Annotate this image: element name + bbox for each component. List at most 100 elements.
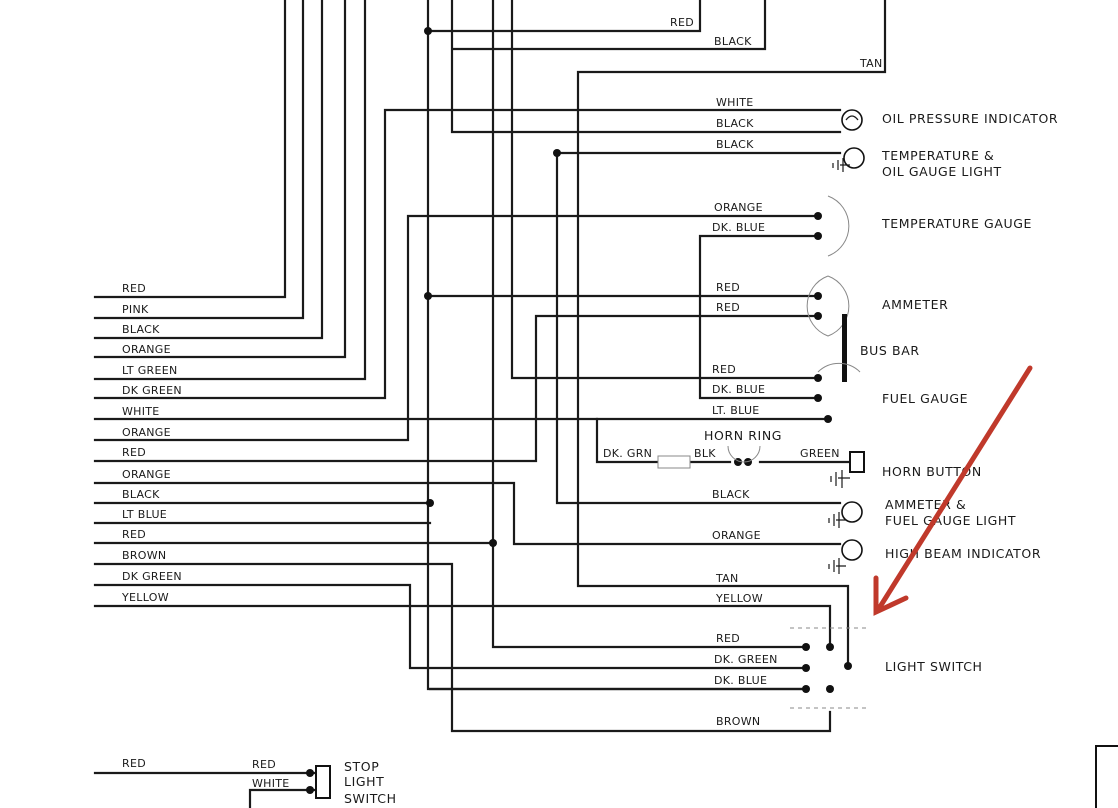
ammeter-red2-label: RED <box>716 301 740 314</box>
harness-label: RED <box>122 446 146 459</box>
junction-dot <box>814 394 822 402</box>
left-harness-labels: RED PINK BLACK ORANGE LT GREEN DK GREEN … <box>121 282 182 604</box>
top-black-label: BLACK <box>714 35 752 48</box>
component-labels: OIL PRESSURE INDICATOR TEMPERATURE & OIL… <box>344 111 1058 806</box>
junction-dot <box>424 27 432 35</box>
fuel-gauge-icon <box>817 362 861 373</box>
harness-label: DK GREEN <box>122 384 182 397</box>
wire-dk-green-1 <box>93 108 842 400</box>
junction-dots <box>424 27 852 693</box>
harness-label: ORANGE <box>122 426 171 439</box>
stop-white-label: WHITE <box>252 777 290 790</box>
switch-dk-blue-label: DK. BLUE <box>714 674 767 687</box>
amm-fuel-light-label-1: AMMETER & <box>885 497 966 512</box>
horn-dk-grn-label: DK. GRN <box>603 447 652 460</box>
switch-brown-label: BROWN <box>716 715 760 728</box>
junction-dot <box>489 539 497 547</box>
high-beam-orange-label: ORANGE <box>712 529 761 542</box>
light-switch-label: LIGHT SWITCH <box>885 659 983 674</box>
junction-dot <box>306 786 314 794</box>
wire-yellow <box>93 604 832 649</box>
oil-white-label: WHITE <box>716 96 754 109</box>
stop-left-red-label: RED <box>122 757 146 770</box>
bus-red <box>491 0 808 649</box>
stop-red-label: RED <box>252 758 276 771</box>
junction-dot <box>424 292 432 300</box>
junction-dot <box>802 685 810 693</box>
junction-dot <box>826 643 834 651</box>
ammeter-icon <box>806 275 850 337</box>
harness-label: LT GREEN <box>122 364 178 377</box>
junction-dot <box>802 643 810 651</box>
wire-top-black <box>450 0 842 134</box>
corner-box <box>1095 745 1118 808</box>
oil-black-label: BLACK <box>716 117 754 130</box>
ammeter-fuel-light-lamp-icon <box>841 501 863 523</box>
harness-label: RED <box>122 528 146 541</box>
switch-yellow-label: YELLOW <box>715 592 763 605</box>
switch-dk-green-label: DK. GREEN <box>714 653 778 666</box>
horn-green-label: GREEN <box>800 447 840 460</box>
junction-dot <box>826 685 834 693</box>
harness-label: BROWN <box>122 549 166 562</box>
harness-label: BLACK <box>122 488 160 501</box>
wire-brown <box>93 562 832 733</box>
temp-oil-light-label-2: OIL GAUGE LIGHT <box>882 164 1002 179</box>
junction-dot <box>814 212 822 220</box>
top-tan-label: TAN <box>859 57 883 70</box>
horn-resistor-icon <box>657 455 691 469</box>
junction-dot <box>553 149 561 157</box>
temp-oil-light-lamp-icon <box>843 147 865 169</box>
horn-ring-label: HORN RING <box>704 428 782 443</box>
wires <box>93 0 887 733</box>
horn-button-label: HORN BUTTON <box>882 464 982 479</box>
wire-dk-grn-horn <box>595 417 732 464</box>
fuel-lt-blue-label: LT. BLUE <box>712 404 760 417</box>
light-switch-frame <box>790 627 870 709</box>
horn-blk-label: BLK <box>694 447 716 460</box>
junction-dot <box>844 662 852 670</box>
fuel-gauge-label: FUEL GAUGE <box>882 391 968 406</box>
ground-icon <box>832 158 850 172</box>
oil-pressure-label: OIL PRESSURE INDICATOR <box>882 111 1058 126</box>
junction-dot <box>824 415 832 423</box>
wire-tan <box>576 0 887 668</box>
ground-icon <box>828 512 846 528</box>
junction-dot <box>814 312 822 320</box>
stop-light-switch-icon <box>315 765 331 799</box>
stop-light-label-1: STOP <box>344 759 379 774</box>
filament-icon <box>845 115 859 121</box>
harness-label: PINK <box>122 303 149 316</box>
junction-dot <box>814 292 822 300</box>
high-beam-label: HIGH BEAM INDICATOR <box>885 546 1041 561</box>
horn-ring-icon <box>727 445 761 463</box>
wire-red-1 <box>93 0 287 299</box>
fuel-dk-blue-label: DK. BLUE <box>712 383 765 396</box>
temp-gauge-icon <box>827 195 850 257</box>
switch-tan-label: TAN <box>715 572 739 585</box>
ground-icon <box>830 470 850 488</box>
wire-pink <box>93 0 305 320</box>
stop-light-label-2: LIGHT <box>344 774 384 789</box>
harness-label: BLACK <box>122 323 160 336</box>
junction-dot <box>306 769 314 777</box>
high-beam-lamp-icon <box>841 539 863 561</box>
top-red-label: RED <box>670 16 694 29</box>
components <box>93 109 1118 808</box>
amm-fuel-light-label-2: FUEL GAUGE LIGHT <box>885 513 1016 528</box>
wire-lt-green <box>93 0 367 381</box>
fuel-red-label: RED <box>712 363 736 376</box>
wire-red-2 <box>93 314 820 463</box>
temp-dk-blue-label: DK. BLUE <box>712 221 765 234</box>
right-wire-labels: RED BLACK TAN WHITE BLACK BLACK ORANGE D… <box>122 16 883 790</box>
temp-oil-light-label-1: TEMPERATURE & <box>881 148 994 163</box>
wire-orange-2 <box>93 214 820 442</box>
wire-dk-blue-tg <box>698 234 820 400</box>
wire-top-red <box>426 0 702 33</box>
stop-light-label-3: SWITCH <box>344 791 397 806</box>
harness-label: WHITE <box>122 405 160 418</box>
temp-orange-label: ORANGE <box>714 201 763 214</box>
horn-button-icon <box>849 451 865 473</box>
wire-black-light <box>510 0 820 380</box>
